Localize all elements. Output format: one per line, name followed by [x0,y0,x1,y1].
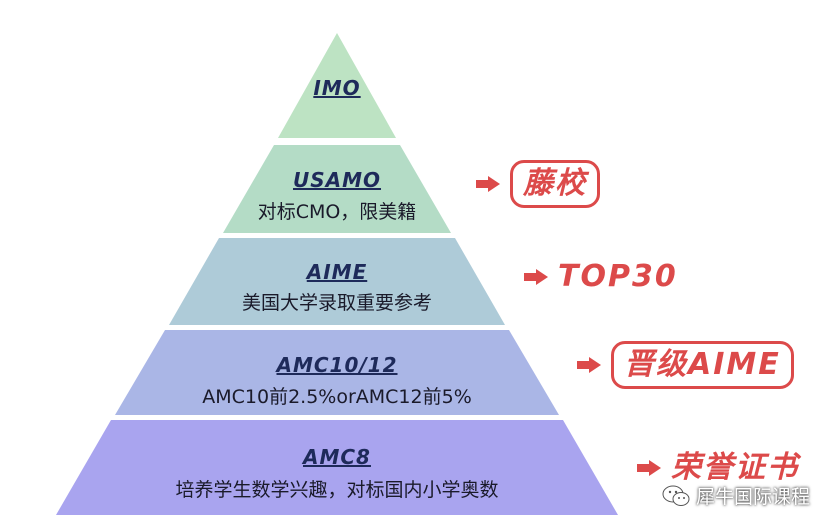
callout-aime-advance-label: 晋级AIME [611,341,794,389]
callout-aime-advance: 晋级AIME [577,341,794,389]
right-arrow-icon [637,460,661,476]
tier-imo-title: IMO [313,76,360,100]
tier-usamo-title: USAMO [293,168,381,192]
tier-imo-shape [278,33,396,138]
tier-aime-subtitle: 美国大学录取重要参考 [242,292,432,314]
watermark: 犀牛国际课程 [662,482,810,509]
tier-aime-shape [169,238,505,325]
callout-certificate: 荣誉证书 [637,453,799,483]
tier-usamo-shape [223,145,451,233]
tier-amc8-shape [56,420,618,515]
tier-amc1012-subtitle: AMC10前2.5%orAMC12前5% [202,386,472,408]
tier-aime-title: AIME [305,260,367,284]
wechat-icon [662,485,690,506]
tier-amc1012-shape [115,330,559,415]
watermark-text: 犀牛国际课程 [695,486,810,508]
callout-certificate-label: 荣誉证书 [671,450,799,485]
callout-ivy: 藤校 [476,160,600,208]
callout-top30-label: TOP30 [558,259,678,294]
tier-usamo-subtitle: 对标CMO，限美籍 [258,201,417,223]
right-arrow-icon [524,269,548,285]
callout-top30: TOP30 [524,262,678,292]
callout-ivy-label: 藤校 [510,160,600,208]
tier-amc1012-title: AMC10/12 [274,353,397,377]
tier-amc8-title: AMC8 [301,445,371,469]
tier-amc8-subtitle: 培养学生数学兴趣，对标国内小学奥数 [175,479,498,501]
right-arrow-icon [476,176,500,192]
right-arrow-icon [577,357,601,373]
